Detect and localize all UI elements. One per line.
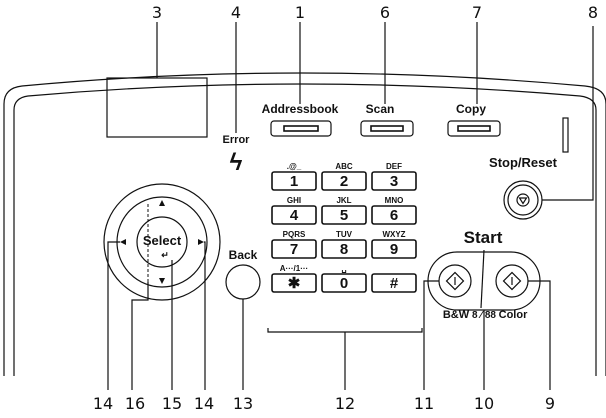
keypad-key-11-sublabel: ␣ [341, 264, 346, 273]
keypad-key-9-label: 9 [390, 241, 398, 258]
callout-14-left: 14 [93, 394, 113, 413]
keypad-key-8-sublabel: TUV [336, 230, 353, 239]
start-color-icon [502, 271, 522, 291]
callout-6: 6 [380, 3, 390, 22]
scan-slot [370, 125, 404, 132]
stop-icon [516, 193, 530, 207]
keypad-key-5-sublabel: JKL [336, 196, 351, 205]
keypad-key-10[interactable] [271, 273, 317, 293]
keypad-key-9-sublabel: WXYZ [382, 230, 405, 239]
select-button[interactable] [136, 216, 188, 268]
copy-slot [457, 125, 491, 132]
callout-10: 10 [474, 394, 494, 413]
leader-9 [528, 280, 551, 390]
stop-icon-triangle [518, 197, 528, 205]
keypad-key-8[interactable] [321, 239, 367, 259]
scan-label: Scan [366, 102, 395, 116]
keypad-key-4[interactable] [271, 205, 317, 225]
keypad-key-6-label: 6 [390, 207, 398, 224]
start-label: Start [464, 228, 503, 247]
back-label: Back [229, 248, 258, 262]
copy-label: Copy [456, 102, 486, 116]
leader-11 [423, 280, 439, 390]
keypad-key-2[interactable] [321, 171, 367, 191]
error-label: Error [223, 134, 251, 146]
start-divider [480, 249, 485, 309]
callout-14-right: 14 [194, 394, 214, 413]
keypad-key-8-label: 8 [340, 241, 348, 258]
callout-7: 7 [472, 3, 482, 22]
keypad-key-2-label: 2 [340, 173, 348, 190]
side-slot [562, 117, 569, 153]
leader-16b [131, 282, 149, 390]
leader-8 [542, 26, 594, 201]
addressbook-button[interactable] [270, 120, 332, 137]
stop-reset-label: Stop/Reset [489, 155, 558, 170]
callout-11: 11 [414, 394, 434, 413]
stop-reset-button[interactable] [503, 180, 543, 220]
callout-1: 1 [295, 3, 305, 22]
keypad-key-2-sublabel: ABC [335, 162, 353, 171]
keypad-key-3[interactable] [371, 171, 417, 191]
panel-outline [3, 72, 606, 376]
keypad-key-10-label: ✱ [288, 275, 301, 292]
select-label: Select [143, 233, 182, 248]
callout-9: 9 [545, 394, 555, 413]
left-arrow-icon[interactable] [120, 239, 126, 245]
callout-16: 16 [125, 394, 145, 413]
color-label: Color [499, 309, 528, 321]
keypad-key-5[interactable] [321, 205, 367, 225]
keypad-key-6[interactable] [371, 205, 417, 225]
callout-13: 13 [233, 394, 253, 413]
keypad-key-3-sublabel: DEF [386, 162, 402, 171]
back-button[interactable] [225, 264, 261, 300]
keypad-key-1-label: 1 [290, 173, 298, 190]
down-arrow-icon[interactable] [159, 278, 165, 284]
bw-label: B&W [443, 309, 470, 321]
callout-3: 3 [152, 3, 162, 22]
addressbook-slot [283, 125, 319, 132]
keypad-key-1[interactable] [271, 171, 317, 191]
leader-14b [204, 241, 206, 390]
keypad-key-10-sublabel: A···/1··· [280, 264, 308, 273]
keypad-key-4-sublabel: GHI [287, 196, 301, 205]
addressbook-label: Addressbook [262, 102, 339, 116]
keypad-key-6-sublabel: MNO [385, 196, 404, 205]
keypad-key-9[interactable] [371, 239, 417, 259]
leader-14a [107, 241, 120, 390]
keypad-key-1-sublabel: .@_ [287, 162, 302, 171]
start-bw-icon [445, 271, 465, 291]
callout-15: 15 [162, 394, 182, 413]
callout-4: 4 [231, 3, 241, 22]
panel-inner-outline [13, 83, 597, 376]
callout-8: 8 [588, 3, 598, 22]
error-icon: ϟ [230, 149, 243, 176]
keypad-key-3-label: 3 [390, 173, 398, 190]
keypad-key-12[interactable] [371, 273, 417, 293]
keypad-key-7-sublabel: PQRS [283, 230, 306, 239]
up-arrow-icon[interactable] [159, 200, 165, 206]
copy-button[interactable] [447, 120, 501, 137]
scan-button[interactable] [360, 120, 414, 137]
keypad-key-11[interactable] [321, 273, 367, 293]
keypad-key-7-label: 7 [290, 241, 298, 258]
right-arrow-icon[interactable] [198, 239, 204, 245]
nav-ring-outer [103, 183, 221, 301]
keypad-key-11-label: 0 [340, 275, 348, 292]
enter-icon: ↵ [161, 250, 169, 260]
callout-12: 12 [335, 394, 355, 413]
keypad-key-5-label: 5 [340, 207, 348, 224]
keypad-key-7[interactable] [271, 239, 317, 259]
stop-reset-button-ring [507, 184, 539, 216]
leader-12-bracket [267, 328, 423, 333]
keypad-key-4-label: 4 [290, 207, 299, 224]
keypad-key-12-label: # [390, 275, 399, 292]
